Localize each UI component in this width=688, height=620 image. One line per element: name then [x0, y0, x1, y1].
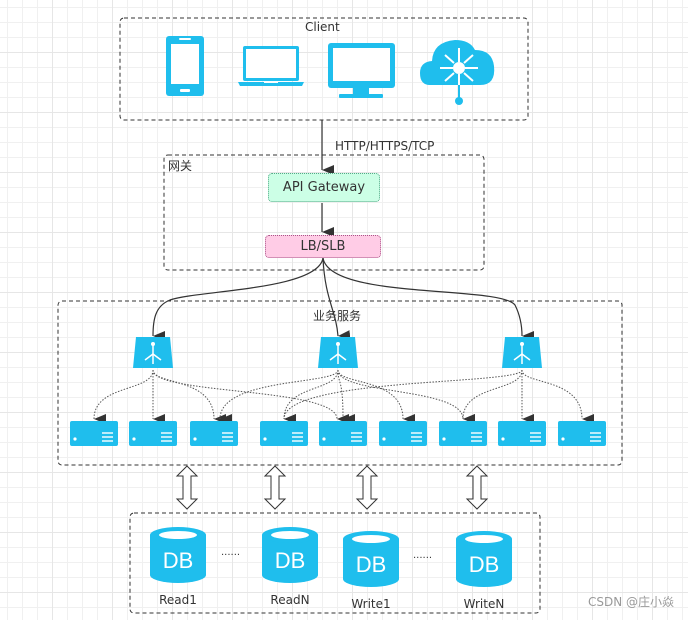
- database-ellipsis: ......: [221, 547, 241, 558]
- database-icon-text: DB: [163, 548, 194, 573]
- server-icon: [379, 421, 427, 446]
- bidirectional-arrow-icon: [175, 465, 199, 510]
- server-icon: [129, 421, 177, 446]
- balancer-to-server-edge: [152, 369, 350, 424]
- database-label: Write1: [351, 597, 391, 611]
- balancer-to-server-edge: [283, 369, 523, 425]
- balancer-to-server-edge: [283, 369, 339, 425]
- balancer-to-server-edge: [93, 369, 154, 425]
- balancer-to-server-edge: [152, 369, 227, 424]
- server-icon: [319, 421, 367, 446]
- services-container: [57, 300, 623, 466]
- balancer-to-server-edge: [219, 369, 339, 425]
- cloud-network-icon: [420, 40, 495, 105]
- edges-lb-to-balancers: [152, 257, 535, 342]
- protocol-label: HTTP/HTTPS/TCP: [335, 139, 435, 153]
- client-title: Client: [305, 20, 340, 34]
- gateway-container: [163, 154, 485, 271]
- load-balancer-icon: [502, 337, 542, 368]
- database-container: [129, 512, 541, 614]
- server-icon: [70, 421, 118, 446]
- mobile-phone-icon: [166, 36, 204, 96]
- server-icon: [260, 421, 308, 446]
- database-label: WriteN: [463, 597, 505, 611]
- services-title: 业务服务: [313, 309, 362, 323]
- server-icon: [439, 421, 487, 446]
- lb-node[interactable]: LB/SLB: [265, 235, 381, 258]
- balancer-to-server-edge: [337, 369, 416, 424]
- balancer-to-server-edge: [521, 369, 595, 424]
- load-balancer-icon: [318, 337, 358, 368]
- lb-label: LB/SLB: [300, 239, 346, 254]
- balancer-to-server-edge: [462, 369, 523, 425]
- database-label: Read1: [159, 593, 197, 607]
- database-icon: DB: [343, 531, 399, 587]
- database-icon-text: DB: [469, 552, 500, 577]
- api-gateway-node[interactable]: API Gateway: [268, 173, 380, 202]
- database-label: ReadN: [270, 593, 310, 607]
- server-icon: [498, 421, 546, 446]
- bidirectional-arrow-icon: [263, 465, 287, 510]
- laptop-icon: [238, 46, 304, 86]
- watermark: CSDN @庄小焱: [587, 595, 674, 609]
- api-gateway-label: API Gateway: [282, 180, 366, 195]
- server-icon: [558, 421, 606, 446]
- database-icon: DB: [456, 531, 512, 587]
- server-icon: [190, 421, 238, 446]
- database-icon-text: DB: [275, 548, 306, 573]
- desktop-monitor-icon: [328, 43, 395, 98]
- database-icon: DB: [262, 527, 318, 583]
- database-icon-text: DB: [356, 552, 387, 577]
- database-icon: DB: [150, 527, 206, 583]
- balancer-to-server-edge: [337, 369, 356, 424]
- database-ellipsis: ......: [413, 550, 433, 561]
- bidirectional-arrow-icon: [355, 465, 379, 510]
- balancer-to-server-edge: [337, 369, 476, 424]
- load-balancer-icon: [133, 337, 173, 368]
- gateway-title: 网关: [168, 159, 193, 173]
- bidirectional-arrow-icon: [465, 465, 489, 510]
- client-container: [119, 17, 529, 121]
